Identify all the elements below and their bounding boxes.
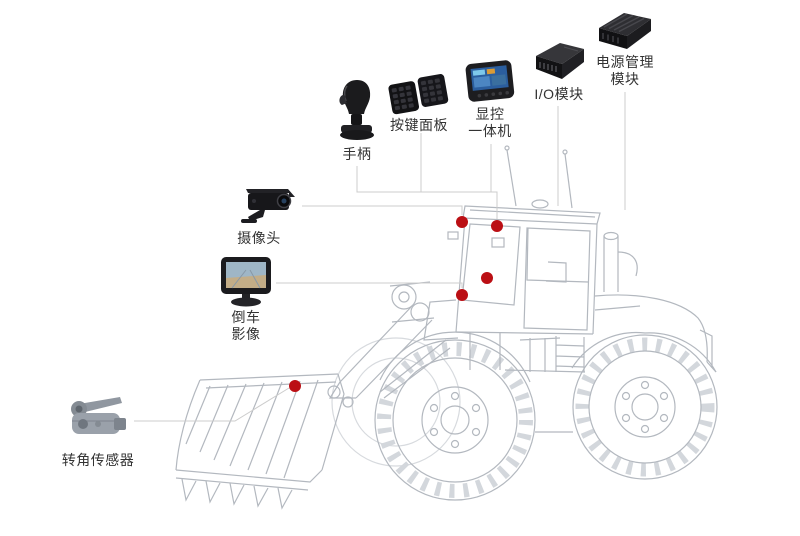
mount-marker-cab-top <box>491 220 503 232</box>
rear-view-monitor-icon <box>221 257 271 307</box>
power-module-icon <box>599 13 651 49</box>
label-display-unit: 显控 一体机 <box>468 106 512 139</box>
mount-marker-boom <box>289 380 301 392</box>
display-unit-icon <box>465 60 515 102</box>
mount-marker-cab-mid <box>481 272 493 284</box>
camera-icon <box>241 189 295 223</box>
label-rear-view: 倒车 影像 <box>231 309 261 342</box>
keypad-icon <box>388 74 449 115</box>
mount-marker-front-camera <box>456 216 468 228</box>
label-power-module: 电源管理 模块 <box>596 54 654 87</box>
angle-sensor-icon <box>71 397 126 434</box>
joystick-icon <box>339 80 374 140</box>
label-keypad: 按键面板 <box>390 117 448 133</box>
label-angle-sensor: 转角传感器 <box>61 452 135 468</box>
label-io-module: I/O模块 <box>534 86 584 102</box>
label-camera: 摄像头 <box>237 230 281 246</box>
io-module-icon <box>536 43 584 79</box>
label-joystick: 手柄 <box>342 146 372 162</box>
mount-marker-front-frame <box>456 289 468 301</box>
